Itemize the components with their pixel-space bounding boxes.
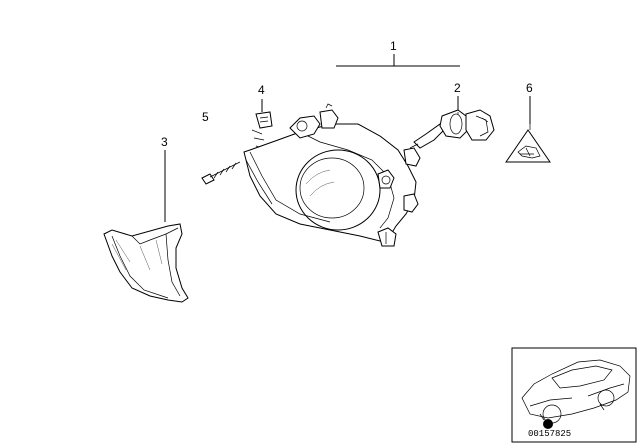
callout-2[interactable]: 2 <box>454 81 461 112</box>
screw <box>201 161 241 185</box>
callout-6-label: 6 <box>526 81 533 95</box>
callout-5[interactable]: 5 <box>202 110 209 124</box>
callout-6[interactable]: 6 <box>526 81 533 124</box>
callout-3[interactable]: 3 <box>161 135 168 222</box>
fog-lamp-assembly <box>243 103 421 247</box>
clip-nut <box>251 111 273 149</box>
trim-panel <box>103 223 189 303</box>
vehicle-thumbnail: 00157825 <box>511 347 637 443</box>
callout-2-label: 2 <box>454 81 461 95</box>
callout-1-label: 1 <box>390 39 397 53</box>
bulb <box>409 109 495 149</box>
callout-4-label: 4 <box>258 83 265 97</box>
callout-5-label: 5 <box>202 110 209 124</box>
callout-3-label: 3 <box>161 135 168 149</box>
warning-label <box>505 129 551 163</box>
callout-4[interactable]: 4 <box>258 83 265 112</box>
callout-1[interactable]: 1 <box>336 39 460 67</box>
diagram-number: 00157825 <box>528 429 571 439</box>
location-marker <box>543 419 553 429</box>
